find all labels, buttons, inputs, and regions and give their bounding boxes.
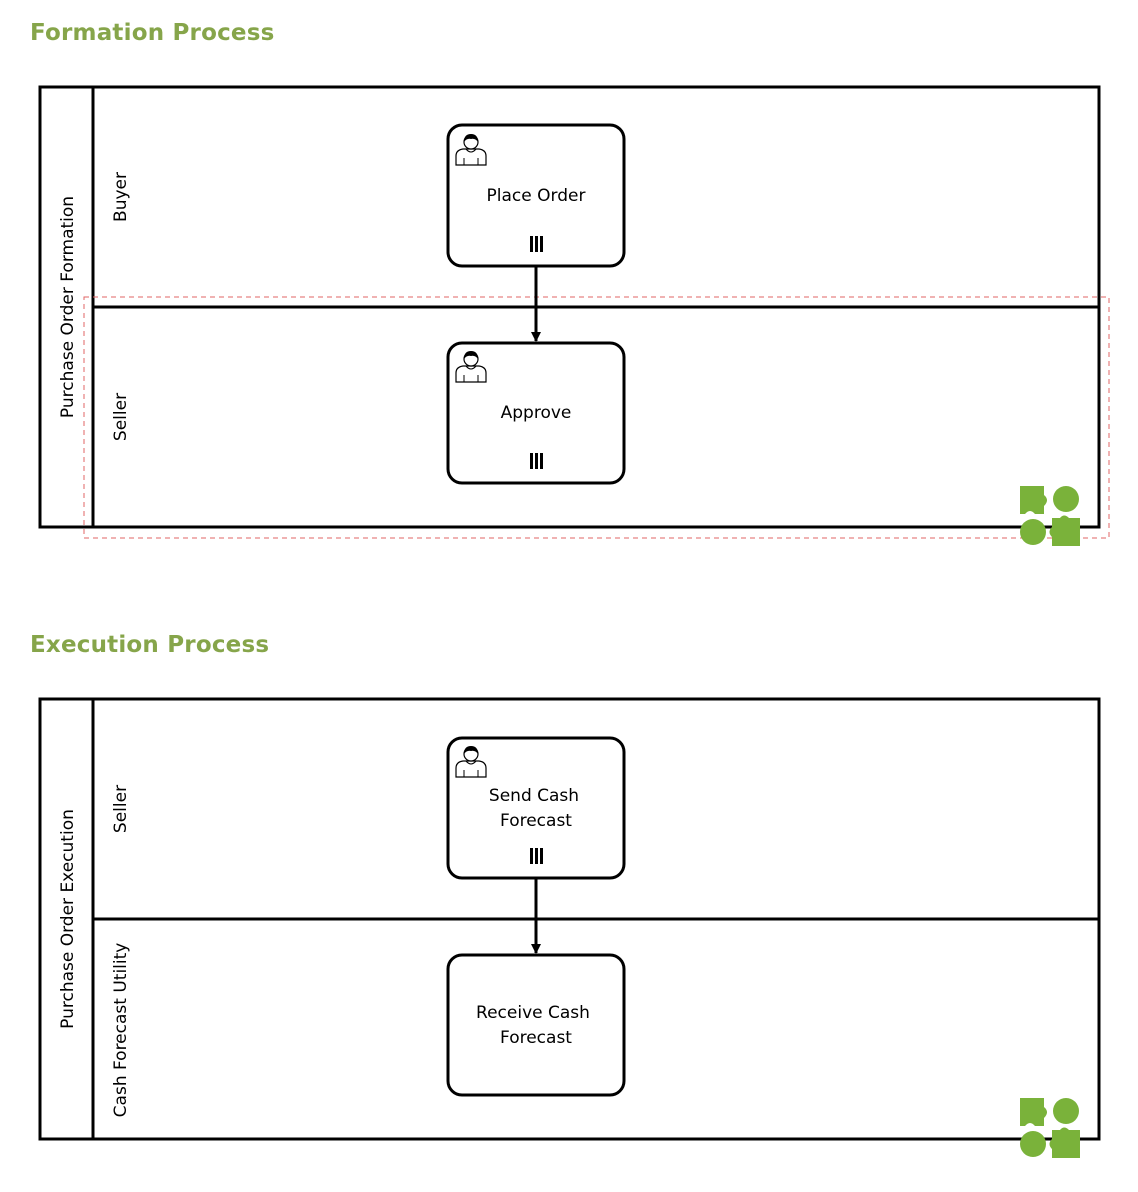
lane-label-cash-forecast-utility: Cash Forecast Utility: [111, 943, 131, 1118]
lane-label-seller: Seller: [111, 393, 131, 441]
pool-label: Purchase Order Formation: [58, 196, 78, 418]
lane-label-seller: Seller: [111, 785, 131, 833]
section-title-execution: Execution Process: [30, 632, 270, 658]
selection-outline: [83, 296, 1110, 539]
parallel-multi-instance-icon: [530, 453, 543, 469]
task-send-cash-forecast[interactable]: Send Cash Forecast: [446, 736, 626, 880]
task-label-line-1: Receive Cash: [476, 1003, 590, 1023]
parallel-multi-instance-icon: [530, 236, 543, 252]
task-label-line-2: Forecast: [500, 1028, 572, 1048]
task-label: Place Order: [487, 186, 586, 206]
task-label: Approve: [501, 403, 572, 423]
parallel-multi-instance-icon: [530, 848, 543, 864]
task-approve[interactable]: Approve: [446, 341, 626, 485]
lane-label-buyer: Buyer: [111, 172, 131, 222]
task-receive-cash-forecast[interactable]: Receive Cash Forecast: [446, 953, 626, 1097]
section-title-formation: Formation Process: [30, 20, 275, 46]
task-label-line-1: Send Cash: [489, 786, 579, 806]
pool-label: Purchase Order Execution: [58, 809, 78, 1029]
task-place-order[interactable]: Place Order: [446, 123, 626, 268]
task-label-line-2: Forecast: [500, 811, 572, 831]
